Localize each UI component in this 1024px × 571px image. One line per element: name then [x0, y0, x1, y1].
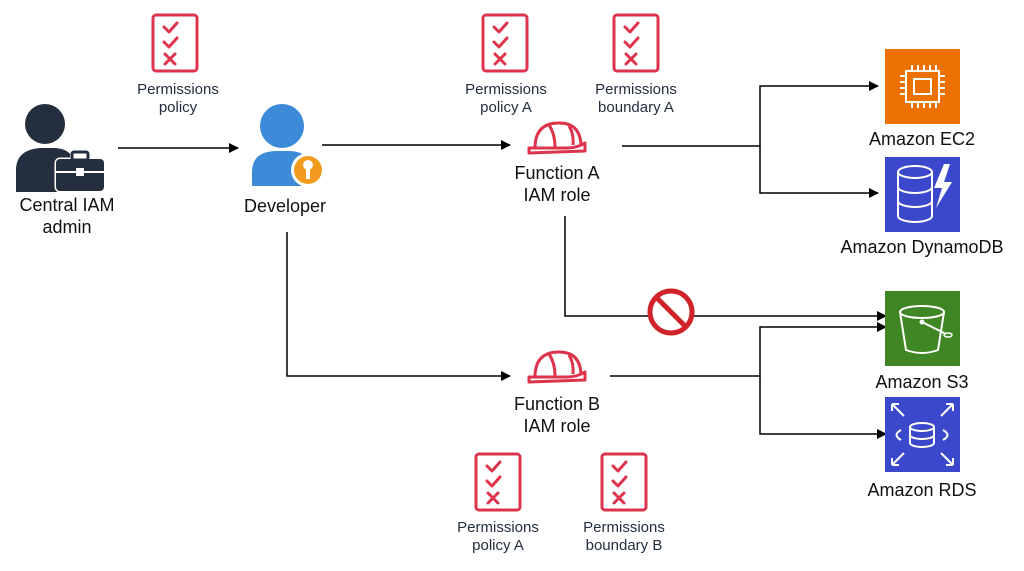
label-line: policy: [158, 99, 198, 116]
function-b-boundary-label: Permissions boundary B: [566, 519, 682, 555]
label-line: IAM role: [523, 185, 591, 205]
connectors: [118, 81, 887, 439]
rds-label: Amazon RDS: [867, 480, 977, 500]
label-line: admin: [42, 217, 92, 237]
ec2-chip-icon: [885, 49, 960, 124]
label-line: Permissions: [595, 81, 677, 98]
label-line: Central IAM: [19, 195, 115, 215]
label-line: policy A: [480, 99, 532, 116]
s3-label: Amazon S3: [875, 372, 969, 392]
label-line: boundary A: [598, 99, 674, 116]
label-line: policy A: [472, 537, 524, 554]
function-a-policy-label: Permissions policy A: [450, 81, 562, 117]
deny-icon: [647, 288, 695, 336]
ec2-label: Amazon EC2: [868, 129, 976, 149]
label-line: IAM role: [523, 416, 591, 436]
developer-key-icon: [252, 104, 325, 187]
label-line: Function B: [513, 394, 601, 414]
label-line: Permissions: [457, 519, 539, 536]
function-a-role-label: Function A IAM role: [497, 162, 617, 206]
checklist-icon: [600, 452, 648, 512]
checklist-icon: [481, 13, 529, 73]
checklist-icon: [151, 13, 199, 73]
function-b-policy-label: Permissions policy A: [442, 519, 554, 555]
developer-label: Developer: [243, 196, 327, 216]
admin-policy-label: Permissions policy: [128, 81, 228, 117]
function-a-to-ec2-arrow: [622, 81, 879, 147]
function-a-boundary-label: Permissions boundary A: [578, 81, 694, 117]
central-iam-admin-label: Central IAM admin: [2, 194, 132, 238]
rds-icon: [885, 397, 960, 472]
function-b-to-s3-arrow: [610, 322, 887, 377]
label-line: boundary B: [585, 537, 663, 554]
developer-to-function-b-arrow: [286, 232, 511, 381]
helmet-icon: [527, 121, 587, 155]
function-a-to-dynamodb-arrow: [759, 146, 879, 198]
checklist-icon: [474, 452, 522, 512]
dynamodb-icon: [885, 157, 960, 232]
function-a-to-s3-denied-arrow: [564, 216, 887, 321]
dynamodb-label: Amazon DynamoDB: [840, 237, 1004, 257]
function-b-role-label: Function B IAM role: [497, 393, 617, 437]
admin-briefcase-icon: [16, 104, 106, 193]
label-line: Permissions: [583, 519, 665, 536]
helmet-icon: [527, 350, 587, 384]
function-b-to-rds-arrow: [759, 376, 887, 439]
s3-bucket-icon: [885, 291, 960, 366]
label-line: Permissions: [137, 81, 219, 98]
label-line: Function A: [514, 163, 600, 183]
checklist-icon: [612, 13, 660, 73]
label-line: Permissions: [465, 81, 547, 98]
